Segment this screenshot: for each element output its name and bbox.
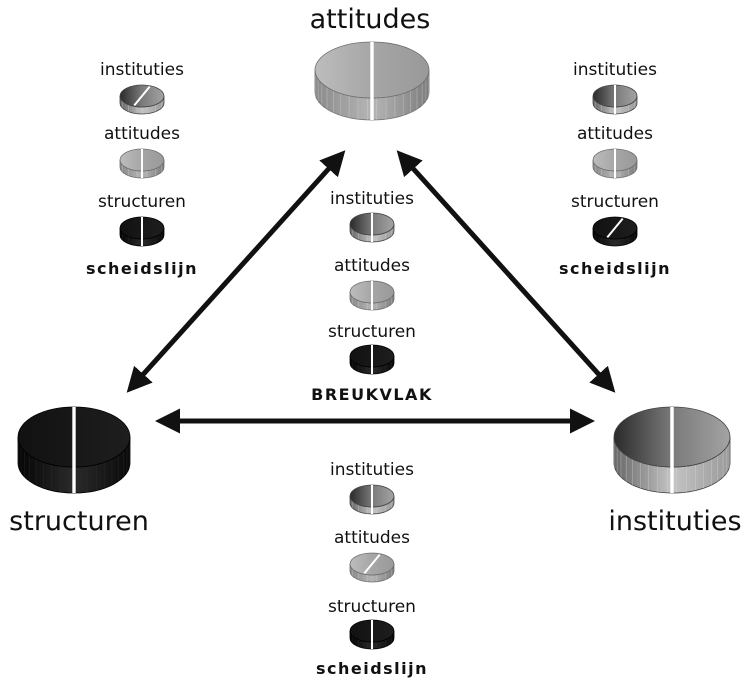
bottom-pie-structuren	[349, 619, 395, 650]
center-label-structuren: structuren	[328, 322, 416, 342]
center-caption: BREUKVLAK	[311, 385, 433, 404]
bottom-label-structuren: structuren	[328, 597, 416, 617]
tl-label-attitudes: attitudes	[103, 124, 181, 144]
tl-label-instituties: instituties	[100, 60, 184, 80]
tr-label-attitudes: attitudes	[576, 124, 654, 144]
corner-label-attitudes: attitudes	[309, 4, 431, 35]
tl-pie-instituties	[119, 84, 165, 115]
tr-label-structuren: structuren	[571, 192, 659, 212]
center-label-instituties: instituties	[330, 189, 414, 209]
pie-instituties-large	[613, 406, 731, 494]
center-pie-structuren	[349, 344, 395, 375]
bottom-caption: scheidslijn	[315, 659, 429, 678]
pie-attitudes-large	[314, 41, 430, 121]
corner-label-instituties: instituties	[608, 506, 742, 537]
arrow-attitudes-instituties	[396, 150, 616, 393]
arrow-structuren-attitudes	[126, 150, 346, 393]
tl-caption: scheidslijn	[85, 259, 199, 278]
tl-pie-attitudes	[119, 148, 165, 179]
pie-structuren-large	[17, 406, 131, 494]
bottom-label-attitudes: attitudes	[333, 528, 411, 548]
bottom-label-instituties: instituties	[330, 460, 414, 480]
tr-pie-instituties	[592, 84, 638, 115]
tl-pie-structuren	[119, 216, 165, 247]
tl-label-structuren: structuren	[98, 192, 186, 212]
center-pie-instituties	[349, 212, 395, 243]
center-label-attitudes: attitudes	[333, 256, 411, 276]
center-pie-attitudes	[349, 280, 395, 311]
tr-label-instituties: instituties	[573, 60, 657, 80]
tr-pie-attitudes	[592, 148, 638, 179]
pie-group	[17, 41, 731, 650]
tr-caption: scheidslijn	[558, 259, 672, 278]
corner-label-structuren: structuren	[9, 506, 149, 537]
tr-pie-structuren	[592, 216, 638, 247]
bottom-pie-instituties	[349, 484, 395, 515]
bottom-pie-attitudes	[349, 552, 395, 583]
